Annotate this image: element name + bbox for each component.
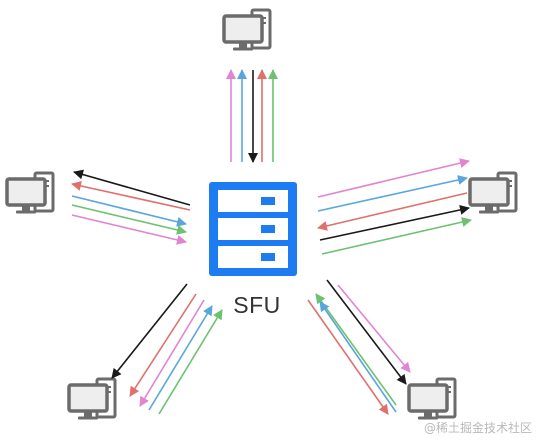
arrows-bottom-right	[307, 279, 411, 415]
sfu-label: SFU	[233, 292, 281, 318]
arrows-bottom-left	[111, 283, 223, 415]
computer-icon-left	[5, 171, 55, 216]
computer-icon-top	[222, 8, 272, 53]
watermark: @稀土掘金技术社区	[423, 421, 532, 435]
computer-icon-bottom-right	[407, 377, 457, 422]
arrows-right	[317, 158, 472, 255]
computer-icon-bottom-left	[67, 377, 117, 422]
sfu-server-icon	[209, 182, 297, 276]
computer-icon-right	[468, 171, 518, 216]
arrows-left	[71, 169, 191, 245]
arrows-top	[226, 69, 278, 163]
